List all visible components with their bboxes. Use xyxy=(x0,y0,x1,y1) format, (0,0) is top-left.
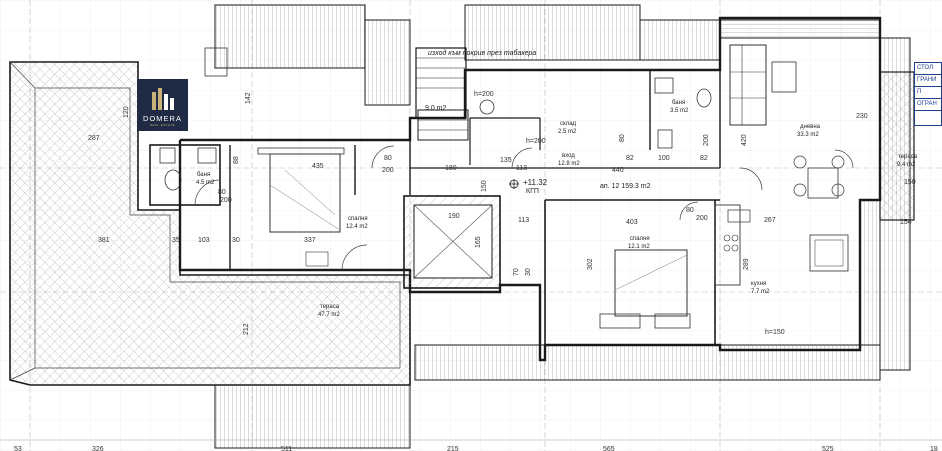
dim-h200b: h=200 xyxy=(474,91,494,98)
terrace-right-name: тераса xyxy=(898,154,918,160)
apartment-label: ап. 12 159.3 m2 xyxy=(600,183,651,190)
bath-left-name: баня xyxy=(197,172,210,178)
stair-area: 9.0 m2 xyxy=(425,105,447,112)
bath-right-area: 3.5 m2 xyxy=(670,108,689,114)
entry-name: вход xyxy=(562,153,575,159)
title-block-header: СТОЛ xyxy=(915,63,941,75)
kitchen-counter xyxy=(714,204,751,286)
logo-brand: DOMERA xyxy=(143,114,182,123)
dim-80d: 80 xyxy=(619,134,626,142)
dim-100: 100 xyxy=(658,155,670,162)
dim-302: 302 xyxy=(587,258,594,270)
bath-fixtures xyxy=(159,47,712,191)
dim-70: 70 xyxy=(513,268,520,276)
apartment-info: +11.32 КГП ап. 12 159.3 m2 xyxy=(509,178,651,195)
title-block-row-1: ГРАНИ xyxy=(915,75,941,87)
dim-267: 267 xyxy=(764,217,776,224)
level-sub: КГП xyxy=(526,188,539,195)
dim-403: 403 xyxy=(626,219,638,226)
door-swings xyxy=(194,145,854,271)
axis-18: 18 xyxy=(930,446,938,451)
axis-525: 525 xyxy=(822,446,834,451)
bath-left-area: 4.5 m2 xyxy=(196,180,215,186)
dim-30a: 30 xyxy=(232,237,240,244)
dim-287: 287 xyxy=(88,135,100,142)
title-block-row-3: ОГРАН xyxy=(915,99,941,111)
terrace-right-area: 9.4 m2 xyxy=(897,162,916,168)
storage-name: склад xyxy=(560,121,577,127)
dim-440: 440 xyxy=(612,167,624,174)
entry-area: 12.8 m2 xyxy=(558,161,580,167)
dim-88: 88 xyxy=(233,156,240,164)
dim-80b: 80 xyxy=(384,155,392,162)
dim-103: 103 xyxy=(198,237,210,244)
kitchen-name: кухня xyxy=(751,281,766,287)
dim-150: 150 xyxy=(481,180,488,192)
title-block-row-2: П xyxy=(915,87,941,99)
terrace-left-area: 47.7 m2 xyxy=(318,312,340,318)
axis-326: 326 xyxy=(92,446,104,451)
dim-80c: 80 xyxy=(686,207,694,214)
dim-150b: 150 xyxy=(904,179,916,186)
dim-180: 180 xyxy=(445,165,457,172)
living-furniture xyxy=(729,44,849,272)
building-logo-icon xyxy=(151,88,174,110)
dim-80a: 80 xyxy=(218,189,226,196)
dim-435: 435 xyxy=(312,163,324,170)
dim-230: 230 xyxy=(856,113,868,120)
dimension-labels: 287 120 88 80 200 381 35 103 30 337 435 … xyxy=(88,91,916,336)
axis-53: 53 xyxy=(14,446,22,451)
terrace-left-name: тераса xyxy=(320,304,340,310)
stair-core xyxy=(403,195,501,289)
upper-stair xyxy=(415,47,469,141)
dim-82b: 82 xyxy=(700,155,708,162)
dim-30b: 30 xyxy=(525,268,532,276)
axis-511: 511 xyxy=(281,446,292,451)
bedroom-left-name: спалня xyxy=(348,216,368,222)
dim-135: 135 xyxy=(500,157,512,164)
kitchen-area: 7.7 m2 xyxy=(751,289,770,295)
dim-113a: 113 xyxy=(516,165,527,172)
logo-tagline: REAL ESTATE xyxy=(149,123,176,127)
dim-200b: 200 xyxy=(382,167,394,174)
living-name: дневна xyxy=(800,124,821,130)
title-block: СТОЛ ГРАНИ П ОГРАН xyxy=(914,62,942,126)
dim-h200a: h=200 xyxy=(526,138,546,145)
dim-420: 420 xyxy=(741,134,748,146)
dim-200c: 200 xyxy=(696,215,708,222)
bedroom-left-area: 12.4 m2 xyxy=(346,224,368,230)
living-area: 33.3 m2 xyxy=(797,132,819,138)
brand-logo: DOMERA REAL ESTATE xyxy=(137,79,188,131)
terrace-right xyxy=(879,71,915,221)
bedroom-right-area: 12.1 m2 xyxy=(628,244,650,250)
dim-113b: 113 xyxy=(518,217,529,224)
dim-381: 381 xyxy=(98,237,110,244)
dim-165: 165 xyxy=(475,236,482,248)
dim-82a: 82 xyxy=(626,155,634,162)
dim-142: 142 xyxy=(245,92,252,104)
dim-212: 212 xyxy=(243,323,250,335)
dim-200d: 200 xyxy=(703,134,710,146)
axis-565: 565 xyxy=(603,446,615,451)
dim-337: 337 xyxy=(304,237,316,244)
dim-120: 120 xyxy=(123,106,130,118)
bottom-axis-labels: 53 326 511 215 565 525 18 xyxy=(0,439,942,451)
bed-left xyxy=(257,147,345,267)
bedroom-right-name: спалня xyxy=(630,236,650,242)
bath-right-name: баня xyxy=(672,100,685,106)
terrace-left xyxy=(9,61,411,386)
dim-35: 35 xyxy=(172,237,180,244)
bed-right xyxy=(599,249,691,329)
dim-200a: 200 xyxy=(220,197,232,204)
dim-190: 190 xyxy=(448,213,460,220)
dim-154: 154 xyxy=(900,219,912,226)
axis-215: 215 xyxy=(447,446,459,451)
stair-note: изход към покрив през табакера xyxy=(428,49,536,57)
storage-area: 2.5 m2 xyxy=(558,129,577,135)
room-labels: баня 4.5 m2 спалня 12.4 m2 тераса 47.7 m… xyxy=(196,100,918,318)
level-value: +11.32 xyxy=(523,178,548,187)
dim-289: 289 xyxy=(743,258,750,270)
dim-h150: h=150 xyxy=(765,329,785,336)
